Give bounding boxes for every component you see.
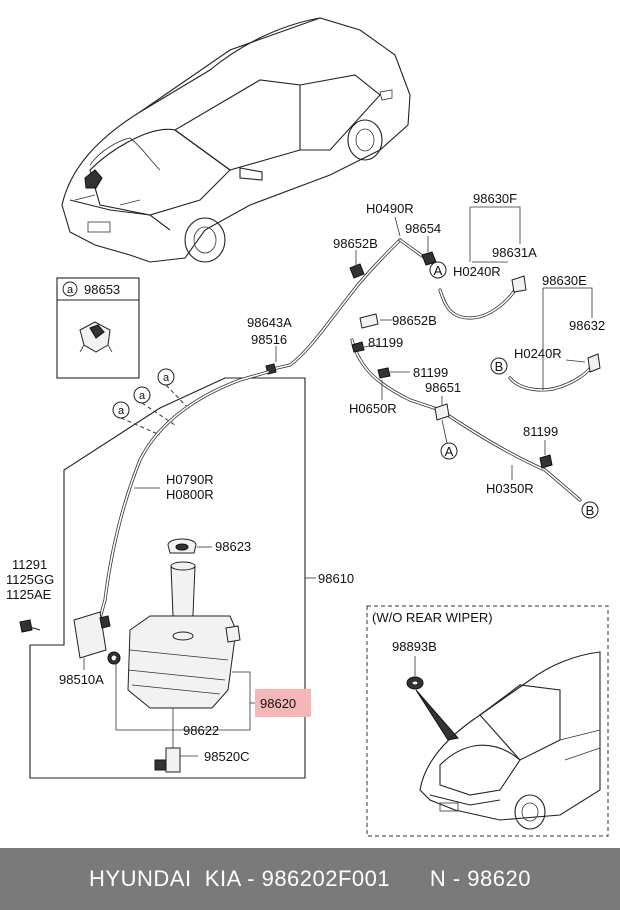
- label-98620: 98620: [260, 696, 296, 711]
- highlight-98620: [255, 689, 311, 717]
- label-h0650r: H0650R: [349, 401, 397, 416]
- callout-a-2: a: [139, 390, 146, 402]
- footer-brand-part: HYUNDAI KIA - 986202F001: [89, 866, 391, 891]
- label-98516: 98516: [251, 332, 287, 347]
- parts-diagram: a 98653: [6, 17, 609, 837]
- callout-a-box: a: [67, 284, 74, 296]
- label-81199-a: 81199: [368, 335, 403, 350]
- label-h0240r-mid: H0240R: [514, 346, 562, 361]
- label-98654: 98654: [405, 221, 441, 236]
- footer-ref: N - 98620: [429, 866, 531, 891]
- label-98623: 98623: [215, 539, 251, 554]
- label-11291: 11291: [12, 557, 47, 572]
- label-98510a: 98510A: [59, 672, 104, 687]
- label-98643a: 98643A: [247, 315, 292, 330]
- label-98893b: 98893B: [392, 639, 437, 654]
- inset-without-rear-wiper: (W/O REAR WIPER) 98893B: [366, 605, 609, 837]
- label-81199-c: 81199: [523, 424, 558, 439]
- label-98520c: 98520C: [204, 749, 250, 764]
- label-81199-b: 81199: [413, 365, 448, 380]
- label-98630f: 98630F: [473, 191, 517, 206]
- upper-hose-system: A B A B: [265, 206, 601, 519]
- label-98652b-mid: 98652B: [392, 313, 437, 328]
- reservoir-assembly: a a a: [19, 368, 316, 779]
- label-98652b-top: 98652B: [333, 236, 378, 251]
- inset-title: (W/O REAR WIPER): [372, 610, 493, 625]
- callout-B-mid: B: [495, 359, 504, 374]
- label-98622: 98622: [183, 723, 219, 738]
- callout-A-top: A: [434, 263, 443, 278]
- label-h0800r: H0800R: [166, 487, 214, 502]
- label-98651: 98651: [425, 380, 461, 395]
- label-98631a: 98631A: [492, 245, 537, 260]
- label-98610: 98610: [318, 571, 354, 586]
- label-h0490r: H0490R: [366, 201, 414, 216]
- label-98630e: 98630E: [542, 273, 587, 288]
- car-illustration-main: [61, 17, 411, 263]
- label-98632: 98632: [569, 318, 605, 333]
- callout-A-low: A: [445, 444, 454, 459]
- label-1125ae: 1125AE: [6, 587, 52, 602]
- clip-detail-box: a 98653: [56, 277, 140, 379]
- callout-a-3: a: [118, 405, 125, 417]
- callout-a-1: a: [163, 372, 170, 384]
- footer-gap: [390, 866, 430, 891]
- label-98653: 98653: [84, 282, 120, 297]
- callout-B-low: B: [586, 503, 595, 518]
- label-h0350r: H0350R: [486, 481, 534, 496]
- label-1125gg: 1125GG: [6, 572, 54, 587]
- label-h0790r: H0790R: [166, 472, 214, 487]
- label-h0240r-top: H0240R: [453, 264, 501, 279]
- footer-bar: HYUNDAI KIA - 986202F001 N - 98620: [0, 848, 620, 910]
